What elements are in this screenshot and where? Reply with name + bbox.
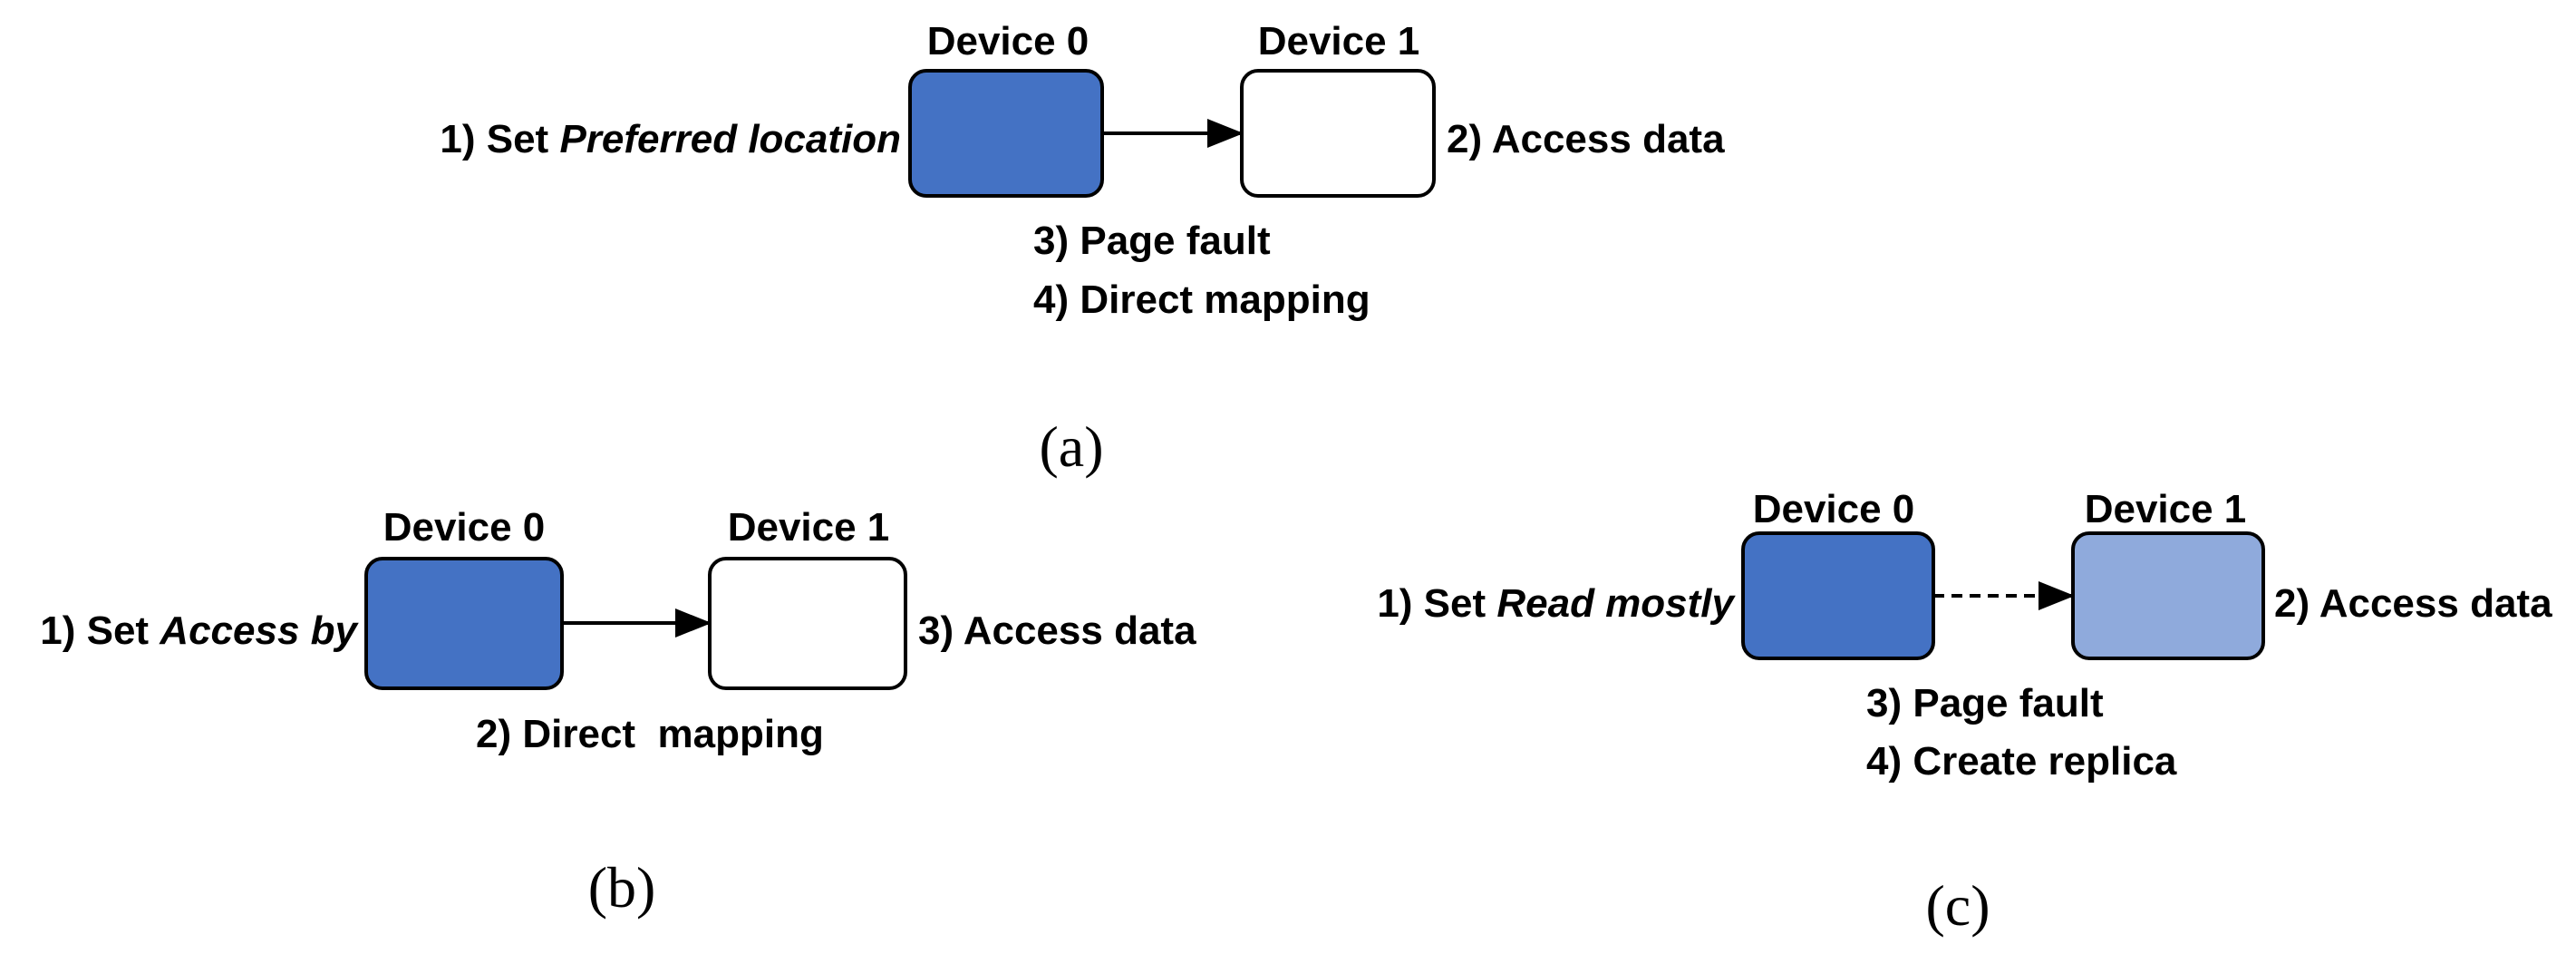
panel-a-device1-box (1240, 69, 1436, 198)
panel-b-step1-prefix: 1) Set (40, 608, 160, 653)
panel-b-step1: 1) Set Access by (40, 608, 359, 653)
panel-a: Device 0 Device 1 1) Set Preferred locat… (440, 19, 1725, 479)
panel-c-step1-setting: Read mostly (1496, 581, 1736, 626)
panel-a-step1-setting: Preferred location (559, 117, 901, 161)
panel-b-device1-box (708, 557, 907, 690)
panel-b-device0-label: Device 0 (383, 505, 546, 550)
panel-c-device0-box (1741, 531, 1935, 660)
panel-c-step2: 2) Access data (2274, 581, 2552, 626)
panel-a-step1: 1) Set Preferred location (440, 117, 901, 161)
panel-c-step3: 3) Page fault (1866, 681, 2104, 725)
panel-c-device1-box (2071, 531, 2265, 660)
panel-c-step4: 4) Create replica (1866, 739, 2177, 784)
panel-c-step1-prefix: 1) Set (1377, 581, 1496, 626)
panel-b-step2: 2) Direct mapping (476, 712, 824, 756)
panel-c-device1-label: Device 1 (2085, 487, 2247, 531)
panel-a-step3: 3) Page fault (1033, 219, 1271, 263)
panel-a-device1-label: Device 1 (1258, 19, 1420, 63)
panel-b-step1-setting: Access by (159, 608, 359, 653)
panel-a-step4: 4) Direct mapping (1033, 277, 1370, 322)
panel-b-device1-label: Device 1 (728, 505, 890, 550)
panel-b-caption: (b) (588, 855, 656, 920)
panel-a-step1-prefix: 1) Set (440, 117, 559, 161)
panel-a-device0-label: Device 0 (927, 19, 1089, 63)
panel-c-step1: 1) Set Read mostly (1377, 581, 1736, 626)
panel-c: Device 0 Device 1 1) Set Read mostly 2) … (1377, 487, 2552, 938)
panel-b-device0-box (364, 557, 564, 690)
panel-c-device0-label: Device 0 (1753, 487, 1915, 531)
panel-b: Device 0 Device 1 1) Set Access by 3) Ac… (40, 505, 1196, 920)
panel-a-step2: 2) Access data (1447, 117, 1725, 161)
panel-a-caption: (a) (1039, 414, 1103, 479)
panel-c-caption: (c) (1925, 873, 1990, 938)
panel-b-step3: 3) Access data (918, 608, 1196, 653)
panel-a-device0-box (908, 69, 1104, 198)
